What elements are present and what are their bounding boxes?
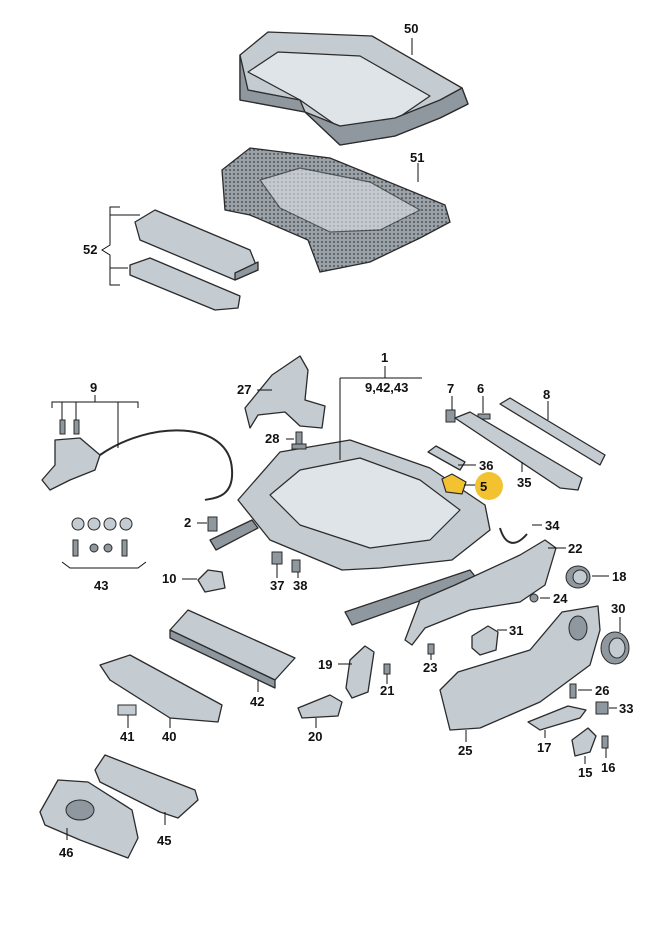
callout-9: 9 bbox=[90, 380, 97, 395]
callout-42: 42 bbox=[250, 694, 264, 709]
callout-43: 43 bbox=[94, 578, 108, 593]
cable-part-9 bbox=[41, 419, 234, 501]
callout-36: 5 bbox=[480, 479, 487, 494]
callout-1-sub: 9,42,43 bbox=[365, 380, 408, 395]
callout-5: 35 bbox=[517, 475, 531, 490]
callout-6: 6 bbox=[477, 381, 484, 396]
callout-20: 20 bbox=[308, 729, 322, 744]
seat-extension-part-52 bbox=[129, 209, 259, 311]
callout-35: 36 bbox=[479, 458, 493, 473]
callout-17: 17 bbox=[537, 740, 551, 755]
callout-52: 52 bbox=[83, 242, 97, 257]
callout-38: 38 bbox=[293, 578, 307, 593]
callout-7: 7 bbox=[447, 381, 454, 396]
bracket-part-35 bbox=[427, 445, 466, 471]
callout-50: 50 bbox=[404, 21, 418, 36]
callout-46: 46 bbox=[59, 845, 73, 860]
bracket-part-19 bbox=[345, 645, 391, 699]
trim-part-27 bbox=[244, 355, 326, 429]
callout-25: 25 bbox=[458, 743, 472, 758]
callout-23: 23 bbox=[423, 660, 437, 675]
callout-45: 45 bbox=[157, 833, 171, 848]
callout-41: 41 bbox=[120, 729, 134, 744]
foam-pad-part-51 bbox=[221, 147, 451, 273]
rail-part-5 bbox=[454, 411, 583, 491]
handle-part-17 bbox=[527, 705, 587, 731]
housing-part-46 bbox=[39, 779, 139, 859]
bolt-part-28 bbox=[291, 431, 307, 450]
cover-part-10 bbox=[197, 569, 226, 593]
callout-8: 8 bbox=[543, 387, 550, 402]
callout-33: 33 bbox=[619, 701, 633, 716]
bracket-part-22 bbox=[404, 539, 557, 646]
clips-part-37-38 bbox=[271, 551, 301, 573]
callout-34: 34 bbox=[545, 518, 560, 533]
callout-18: 18 bbox=[612, 569, 626, 584]
callout-22: 22 bbox=[568, 541, 582, 556]
callout-51: 51 bbox=[410, 150, 424, 165]
knob-part-18 bbox=[565, 565, 591, 589]
callout-30: 30 bbox=[611, 601, 625, 616]
highlight-badge bbox=[475, 472, 503, 500]
ring-part-30 bbox=[600, 631, 630, 665]
panel-part-40 bbox=[99, 654, 223, 723]
callout-37: 37 bbox=[270, 578, 284, 593]
module-part-36 bbox=[441, 473, 467, 495]
callout-16: 16 bbox=[601, 760, 615, 775]
callout-28: 28 bbox=[265, 431, 279, 446]
clip-part-24 bbox=[529, 593, 539, 603]
bolt-part-2 bbox=[207, 516, 218, 532]
motor-part-31 bbox=[471, 625, 499, 656]
callout-19: 19 bbox=[318, 657, 332, 672]
callout-2: 2 bbox=[184, 515, 191, 530]
callout-31: 31 bbox=[509, 623, 523, 638]
side-cover-part-25 bbox=[439, 605, 601, 731]
callout-26: 26 bbox=[595, 683, 609, 698]
callout-24: 24 bbox=[553, 591, 568, 606]
fasteners-part-43 bbox=[71, 517, 133, 557]
clip-part-33 bbox=[595, 701, 609, 715]
seat-cover-part-50 bbox=[239, 31, 469, 146]
cap-part-7 bbox=[445, 409, 456, 423]
callout-10: 10 bbox=[162, 571, 176, 586]
callout-40: 40 bbox=[162, 729, 176, 744]
seat-frame-part-1 bbox=[209, 439, 491, 626]
callout-27: 27 bbox=[237, 382, 251, 397]
bracket-part-45 bbox=[94, 754, 199, 819]
bolt-part-26 bbox=[569, 683, 577, 699]
screw-part-23 bbox=[427, 643, 435, 655]
harness-part-34 bbox=[499, 527, 528, 544]
callout-1: 1 bbox=[381, 350, 388, 365]
cover-part-20 bbox=[297, 694, 343, 719]
callout-15: 15 bbox=[578, 765, 592, 780]
switch-part-15 bbox=[571, 727, 609, 757]
rail-part-8 bbox=[499, 397, 606, 466]
plate-part-42 bbox=[169, 609, 296, 689]
callout-21: 21 bbox=[380, 683, 394, 698]
